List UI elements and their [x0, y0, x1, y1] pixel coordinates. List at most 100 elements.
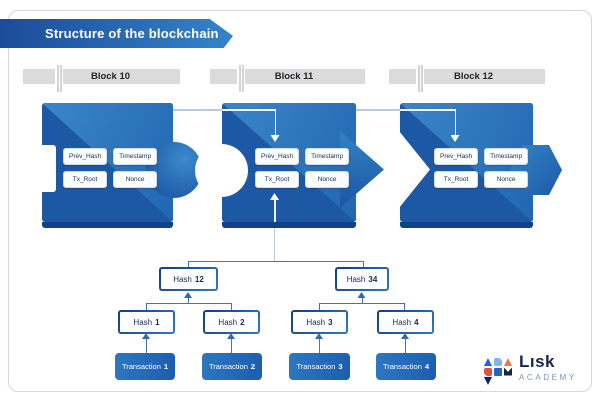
brand-name: Lısk — [519, 352, 556, 371]
hash-label: Hash — [173, 274, 192, 284]
tear-divider — [57, 65, 59, 92]
block-12-shape: Prev_Hash Timestamp Tx_Root Nonce — [399, 103, 562, 228]
block-11-shape: Prev_Hash Timestamp Tx_Root Nonce — [195, 103, 384, 228]
timestamp-chip: Timestamp — [113, 148, 158, 165]
block-12-fields: Prev_Hash Timestamp Tx_Root Nonce — [434, 148, 529, 188]
timestamp-chip: Timestamp — [484, 148, 529, 165]
arrow-down-icon — [450, 135, 460, 142]
timestamp-chip: Timestamp — [305, 148, 350, 165]
left-notch — [41, 145, 56, 192]
arrow-up-icon — [142, 333, 150, 339]
prev-hash-chip: Prev_Hash — [434, 148, 479, 165]
transaction-label: Transaction — [382, 362, 422, 371]
transaction-number: 4 — [424, 362, 430, 371]
tx-arrow-line — [145, 339, 148, 353]
tx-root-link-line — [274, 200, 276, 222]
left-circle-notch — [195, 144, 248, 197]
block-10-fields: Prev_Hash Timestamp Tx_Root Nonce — [63, 148, 158, 188]
tree-line — [362, 261, 364, 268]
link-11-12-line — [356, 109, 400, 111]
arrow-down-icon — [270, 135, 280, 142]
page-title: Structure of the blockchain — [45, 26, 219, 41]
arrow-up-icon — [270, 193, 279, 200]
block-10-shape: Prev_Hash Timestamp Tx_Root Nonce — [41, 103, 202, 228]
tree-line — [188, 298, 190, 304]
transaction-label: Transaction — [296, 362, 336, 371]
hash-number: 12 — [194, 274, 204, 284]
hash-3-node: Hash 3 — [291, 310, 348, 334]
transaction-1-node: Transaction 1 — [115, 353, 175, 380]
tree-line — [146, 303, 148, 311]
nonce-chip: Nonce — [305, 171, 350, 188]
tx-root-chip: Tx_Root — [255, 171, 300, 188]
transaction-number: 2 — [250, 362, 256, 371]
prev-hash-chip: Prev_Hash — [255, 148, 300, 165]
block-10-header: Block 10 — [63, 69, 180, 84]
block-12-header: Block 12 — [424, 69, 545, 84]
logo-text: Lısk ACADEMY — [519, 352, 577, 385]
transaction-2-node: Transaction 2 — [202, 353, 262, 380]
tx-root-chip: Tx_Root — [434, 171, 479, 188]
hash-number: 34 — [368, 274, 378, 284]
nonce-chip: Nonce — [484, 171, 529, 188]
brand-subtitle: ACADEMY — [519, 373, 577, 382]
tear-divider — [242, 65, 244, 92]
tear-divider — [418, 65, 420, 92]
prev-hash-chip: Prev_Hash — [63, 148, 108, 165]
link-11-12-line — [400, 109, 456, 111]
tree-line — [146, 303, 232, 305]
link-10-11-line — [173, 109, 222, 111]
arrow-up-icon — [184, 292, 192, 298]
link-10-11-line — [222, 109, 276, 111]
tear-divider — [239, 65, 241, 92]
tree-line — [188, 261, 364, 263]
hash-12-node: Hash 12 — [159, 267, 218, 291]
hash-number: 2 — [240, 317, 245, 327]
tree-line — [319, 303, 321, 311]
tree-line — [319, 303, 405, 305]
hash-number: 4 — [414, 317, 419, 327]
hash-34-node: Hash 34 — [335, 267, 389, 291]
transaction-label: Transaction — [121, 362, 161, 371]
transaction-label: Transaction — [208, 362, 248, 371]
block-11-header-label: Block 11 — [274, 71, 314, 82]
left-triangle-notch — [399, 131, 430, 208]
tear-divider — [60, 65, 62, 92]
title-banner: Structure of the blockchain — [0, 19, 233, 48]
tree-line — [404, 303, 406, 311]
arrow-up-icon — [227, 333, 235, 339]
hash-4-node: Hash 4 — [377, 310, 434, 334]
arrow-up-icon — [401, 333, 409, 339]
header-segment — [23, 69, 55, 84]
tree-line — [188, 261, 190, 268]
lisk-academy-logo: Lısk ACADEMY — [484, 352, 577, 385]
page-frame — [8, 10, 592, 392]
tx-root-chip: Tx_Root — [63, 171, 108, 188]
header-segment — [210, 69, 237, 84]
tree-line — [361, 298, 363, 304]
hash-label: Hash — [306, 317, 326, 327]
lisk-logo-icon — [484, 358, 512, 385]
link-10-11-line — [274, 109, 276, 135]
hash-label: Hash — [392, 317, 412, 327]
hash-number: 1 — [155, 317, 160, 327]
tx-arrow-line — [230, 339, 233, 353]
hash-label: Hash — [133, 317, 153, 327]
hash-label: Hash — [218, 317, 238, 327]
transaction-3-node: Transaction 3 — [289, 353, 350, 380]
tree-line — [230, 303, 232, 311]
transaction-number: 1 — [163, 362, 169, 371]
tx-arrow-line — [404, 339, 407, 353]
transaction-number: 3 — [338, 362, 343, 371]
nonce-chip: Nonce — [113, 171, 158, 188]
arrow-up-icon — [357, 292, 366, 298]
hash-2-node: Hash 2 — [203, 310, 260, 334]
hash-1-node: Hash 1 — [118, 310, 175, 334]
arrow-up-icon — [315, 333, 323, 339]
block-11-fields: Prev_Hash Timestamp Tx_Root Nonce — [255, 148, 350, 188]
tear-divider — [421, 65, 423, 92]
hash-label: Hash — [346, 274, 366, 284]
block-11-header: Block 11 — [245, 69, 365, 84]
tx-root-link-line — [273, 228, 275, 262]
